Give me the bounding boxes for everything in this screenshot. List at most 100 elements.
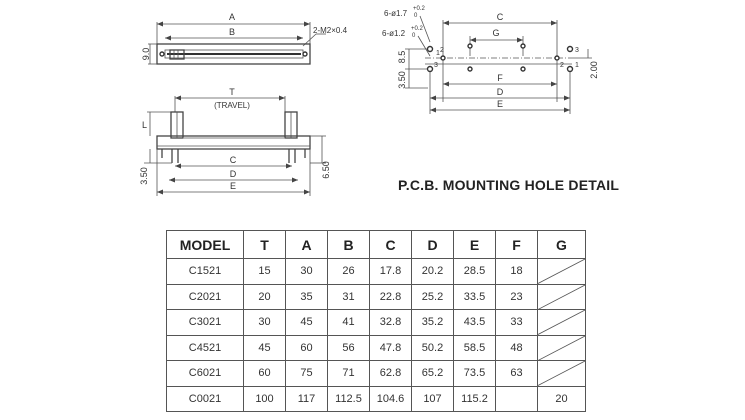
dim-200-label: 2.00 xyxy=(589,61,599,79)
dim-e-label-side: E xyxy=(230,181,236,191)
header-b: B xyxy=(327,230,370,259)
table-row: C1521 15 30 26 17.8 20.2 28.5 18 xyxy=(166,258,586,285)
header-g: G xyxy=(537,230,586,259)
side-view-drawing: T (TRAVEL) L C D E xyxy=(139,87,331,196)
hole-small-tol-up: +0.2 xyxy=(411,26,424,32)
cell-c: 47.8 xyxy=(369,334,412,361)
cell-e: 43.5 xyxy=(453,309,496,336)
pcb-hole-diagram: 6-ø1.7 +0.2 0 6-ø1.2 +0.2 0 C G xyxy=(382,6,599,114)
pin-3-label: 3 xyxy=(434,62,438,69)
cell-t: 100 xyxy=(243,385,286,412)
pin-3-label-right: 3 xyxy=(575,47,579,54)
cell-model: C3021 xyxy=(166,309,244,336)
cell-g-diagonal xyxy=(537,309,586,336)
header-t: T xyxy=(243,230,286,259)
cell-a: 117 xyxy=(285,385,328,412)
hole-large-tol-dn: 0 xyxy=(414,13,418,19)
pin-1-label: 1 xyxy=(436,50,440,57)
cell-f: 23 xyxy=(495,283,538,310)
cell-g-diagonal xyxy=(537,258,586,285)
cell-b: 56 xyxy=(327,334,370,361)
cell-model: C6021 xyxy=(166,360,244,387)
table-row: C0021 100 117 112.5 104.6 107 115.2 20 xyxy=(166,385,586,412)
cell-d: 25.2 xyxy=(411,283,454,310)
hole-large-tol-up: +0.2 xyxy=(413,6,426,12)
pin-1-label-right: 1 xyxy=(575,62,579,69)
cell-f: 48 xyxy=(495,334,538,361)
dim-t-label: T xyxy=(229,87,235,97)
travel-label: (TRAVEL) xyxy=(214,101,250,110)
cell-b: 112.5 xyxy=(327,385,370,412)
cell-t: 20 xyxy=(243,283,286,310)
cell-f: 33 xyxy=(495,309,538,336)
dim-d-label-side: D xyxy=(230,169,237,179)
cell-d: 107 xyxy=(411,385,454,412)
cell-a: 75 xyxy=(285,360,328,387)
cell-g: 20 xyxy=(537,385,586,412)
header-c: C xyxy=(369,230,412,259)
cell-g-diagonal xyxy=(537,334,586,361)
cell-a: 30 xyxy=(285,258,328,285)
dim-a-label: A xyxy=(229,12,235,22)
cell-f xyxy=(495,385,538,412)
header-model: MODEL xyxy=(166,230,244,259)
cell-a: 60 xyxy=(285,334,328,361)
dim-d-label-pcb: D xyxy=(497,87,504,97)
header-f: F xyxy=(495,230,538,259)
cell-g-diagonal xyxy=(537,360,586,387)
dim-350-label-side: 3.50 xyxy=(139,167,149,185)
dim-f-label-pcb: F xyxy=(497,73,503,83)
dim-85-label: 8.5 xyxy=(397,51,407,64)
cell-e: 28.5 xyxy=(453,258,496,285)
cell-t: 15 xyxy=(243,258,286,285)
cell-a: 35 xyxy=(285,283,328,310)
cell-t: 30 xyxy=(243,309,286,336)
dim-e-label-pcb: E xyxy=(497,99,503,109)
cell-model: C0021 xyxy=(166,385,244,412)
cell-e: 73.5 xyxy=(453,360,496,387)
dim-350-label-pcb: 3.50 xyxy=(397,71,407,89)
hole-small-tol-dn: 0 xyxy=(412,33,416,39)
cell-e: 33.5 xyxy=(453,283,496,310)
cell-c: 17.8 xyxy=(369,258,412,285)
screw-callout: 2-M2×0.4 xyxy=(313,26,348,35)
cell-c: 104.6 xyxy=(369,385,412,412)
header-e: E xyxy=(453,230,496,259)
cell-d: 65.2 xyxy=(411,360,454,387)
dim-650-label: 6.50 xyxy=(321,161,331,179)
hole-small-callout: 6-ø1.2 xyxy=(382,29,406,38)
cell-model: C4521 xyxy=(166,334,244,361)
header-d: D xyxy=(411,230,454,259)
cell-b: 71 xyxy=(327,360,370,387)
cell-d: 35.2 xyxy=(411,309,454,336)
cell-c: 62.8 xyxy=(369,360,412,387)
cell-t: 45 xyxy=(243,334,286,361)
cell-model: C2021 xyxy=(166,283,244,310)
pin-2-label: 2 xyxy=(440,47,444,54)
cell-t: 60 xyxy=(243,360,286,387)
table-row: C3021 30 45 41 32.8 35.2 43.5 33 xyxy=(166,309,586,336)
dim-c-label-pcb: C xyxy=(497,12,504,22)
dim-l-label: L xyxy=(142,120,147,130)
cell-d: 50.2 xyxy=(411,334,454,361)
cell-c: 22.8 xyxy=(369,283,412,310)
cell-f: 63 xyxy=(495,360,538,387)
hole-large-callout: 6-ø1.7 xyxy=(384,9,408,18)
spec-table: MODEL T A B C D E F G C1521 15 30 26 17.… xyxy=(166,230,586,412)
cell-a: 45 xyxy=(285,309,328,336)
cell-b: 41 xyxy=(327,309,370,336)
top-view-drawing: A B 2-M2×0.4 9.0 xyxy=(141,12,348,65)
cell-model: C1521 xyxy=(166,258,244,285)
cell-g-diagonal xyxy=(537,283,586,310)
cell-d: 20.2 xyxy=(411,258,454,285)
dim-90-label: 9.0 xyxy=(141,48,151,61)
table-row: C2021 20 35 31 22.8 25.2 33.5 23 xyxy=(166,283,586,310)
cell-e: 58.5 xyxy=(453,334,496,361)
pcb-title: P.C.B. MOUNTING HOLE DETAIL xyxy=(398,177,620,193)
cell-c: 32.8 xyxy=(369,309,412,336)
dim-b-label: B xyxy=(229,27,235,37)
table-row: C6021 60 75 71 62.8 65.2 73.5 63 xyxy=(166,360,586,387)
pin-2-label-right: 2 xyxy=(560,62,564,69)
header-a: A xyxy=(285,230,328,259)
